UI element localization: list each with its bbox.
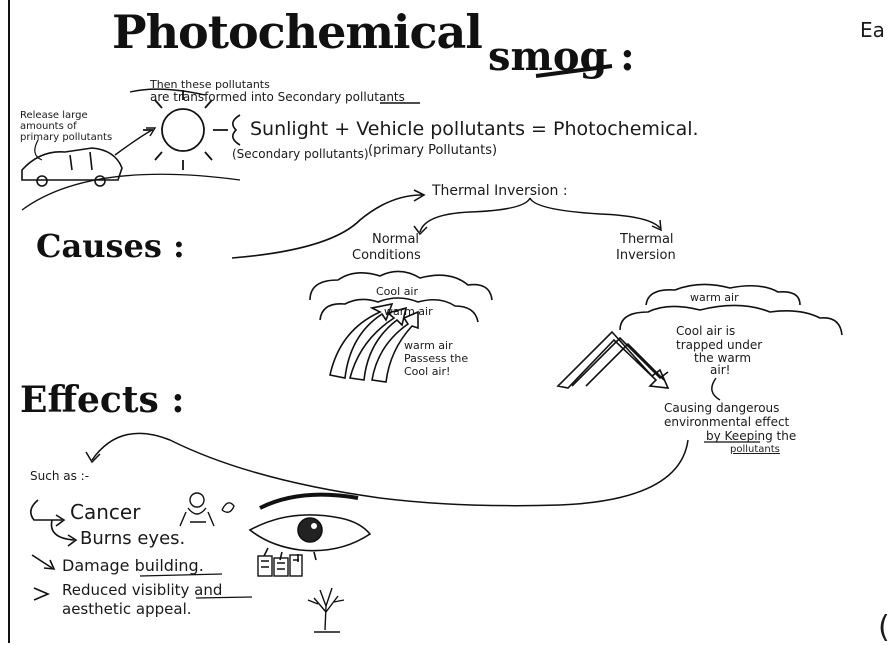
arrow-car-to-sun (115, 130, 152, 155)
effects-bullets (31, 500, 76, 600)
smog-underline (536, 66, 612, 76)
causes-arrow (232, 195, 422, 258)
sun-icon (143, 90, 228, 170)
normal-conditions-diagram (310, 271, 492, 382)
building-icon (258, 555, 302, 576)
tree-icon (308, 588, 344, 632)
cancer-figure-icon (180, 493, 234, 526)
eye-icon (250, 495, 370, 562)
effect-loop-arrow (92, 433, 688, 505)
car-icon (22, 148, 122, 186)
thermal-inversion-diagram (558, 284, 842, 388)
